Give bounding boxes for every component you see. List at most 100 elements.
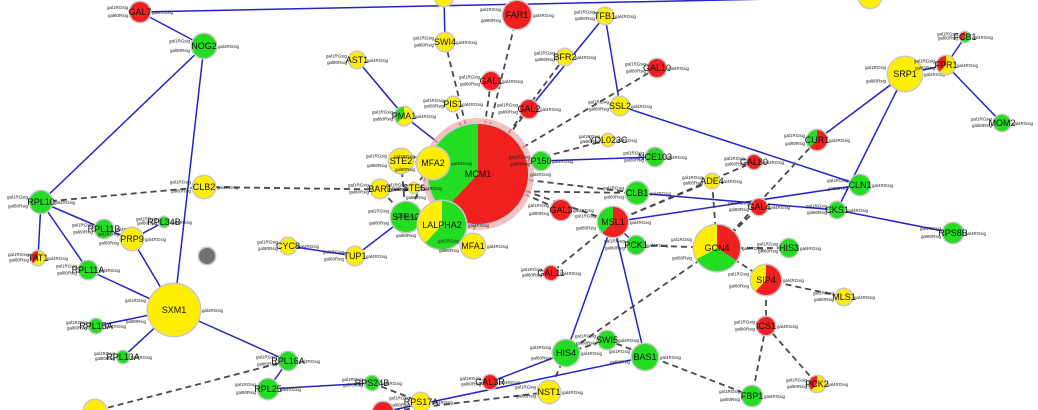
edge-n45-n10[interactable] xyxy=(716,139,818,249)
edge-n62-n70[interactable] xyxy=(95,360,289,410)
edge-n61-n69[interactable] xyxy=(765,325,818,385)
node-n70[interactable] xyxy=(82,398,108,410)
node-n54[interactable] xyxy=(197,246,217,266)
edge-n67-n71[interactable] xyxy=(383,391,550,410)
edge-n45-n58[interactable] xyxy=(565,247,718,354)
edge-n1-n0[interactable] xyxy=(139,0,870,13)
edge-n36-n29[interactable] xyxy=(612,180,713,223)
edge-n16-n5[interactable] xyxy=(604,15,621,107)
edge-n2-n32[interactable] xyxy=(40,45,205,203)
edge-n7-n15[interactable] xyxy=(356,59,405,117)
edge-n24-n23[interactable] xyxy=(540,156,656,162)
edge-n18-n30[interactable] xyxy=(477,173,638,194)
node-ste2[interactable]: STE2gal1RGsiggal4RGsiggal80Rsig xyxy=(366,147,437,175)
edge-n36-n58[interactable] xyxy=(565,221,614,354)
edge-n32-n26[interactable] xyxy=(40,186,205,203)
edge-n50-n42[interactable] xyxy=(287,245,356,257)
edge-n26-n30[interactable] xyxy=(203,186,638,194)
edge-n32-n49[interactable] xyxy=(40,201,89,271)
node-n0[interactable] xyxy=(857,0,883,10)
edge-n61-n68[interactable] xyxy=(751,325,767,397)
edge-n59-n68[interactable] xyxy=(606,339,753,397)
edge-n36-n31[interactable] xyxy=(612,184,861,223)
node-n71[interactable] xyxy=(371,400,395,410)
edge-n13-n20[interactable] xyxy=(945,64,1003,124)
edge-n30-n37[interactable] xyxy=(636,192,838,211)
edge-n63-n64[interactable] xyxy=(267,382,373,390)
edge-n2-n55[interactable] xyxy=(173,45,205,311)
node-n72[interactable] xyxy=(433,0,455,8)
edge-n37-n46[interactable] xyxy=(836,209,954,234)
edge-n4-n18[interactable] xyxy=(477,14,518,175)
edge-n36-n60[interactable] xyxy=(612,221,646,358)
edge-n8-n18[interactable] xyxy=(477,80,492,175)
edge-n31-n16[interactable] xyxy=(619,105,861,186)
